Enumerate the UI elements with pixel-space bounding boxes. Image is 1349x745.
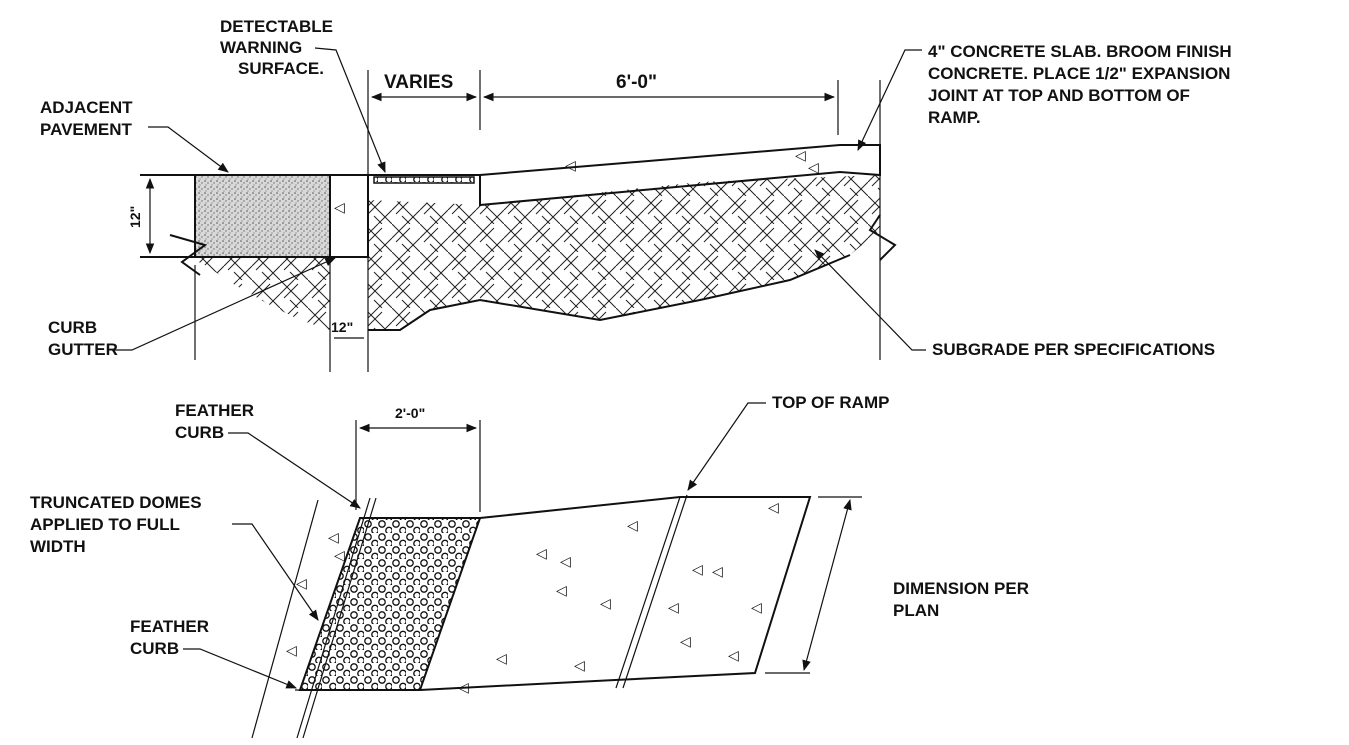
detectable-warning-label: DETECTABLE WARNING SURFACE. [220, 17, 338, 78]
detectable-warning-leader [314, 47, 386, 174]
svg-text:◁: ◁ [768, 499, 779, 515]
svg-text:◁: ◁ [560, 553, 571, 569]
svg-text:◁: ◁ [600, 595, 611, 611]
svg-text:◁: ◁ [712, 563, 723, 579]
svg-text:◁: ◁ [296, 575, 307, 591]
top-of-ramp-label: TOP OF RAMP [772, 393, 889, 412]
slab-aggregate-mark-2: ◁ [795, 147, 806, 163]
svg-text:◁: ◁ [334, 547, 345, 563]
feather-curb-bottom-label: FEATHER CURB [130, 617, 214, 658]
left-break-line [169, 234, 208, 276]
svg-text:◁: ◁ [668, 599, 679, 615]
top-of-ramp-line-1 [615, 496, 681, 689]
slab-aggregate-mark-3: ◁ [808, 159, 819, 175]
plan-aggregate-marks: ◁ ◁ ◁ ◁ ◁ ◁ ◁ ◁ ◁ ◁ ◁ ◁ ◁ ◁ ◁ ◁ ◁ ◁ ◁ [286, 499, 779, 695]
feather-curb-line-inner-2 [302, 497, 377, 739]
svg-text:◁: ◁ [556, 582, 567, 598]
varies-label: VARIES [384, 72, 453, 93]
curb-gutter-label: CURB GUTTER [48, 318, 118, 359]
adjacent-pavement-leader [148, 126, 229, 173]
feather-curb-line-inner-1 [296, 497, 371, 739]
svg-text:◁: ◁ [286, 642, 297, 658]
concrete-slab-leader [857, 49, 922, 151]
dimension-per-plan-label: DIMENSION PER PLAN [893, 579, 1034, 620]
feather-curb-line-outer [251, 499, 319, 739]
plan-dimension-line [802, 498, 852, 672]
svg-text:◁: ◁ [536, 545, 547, 561]
subgrade-leader [814, 249, 926, 351]
right-break-line [868, 214, 897, 261]
curb-gutter-block [329, 174, 369, 258]
section-view: ◁ ◁ ◁ ◁ VARIES 6'-0" 12" 12" [40, 17, 1236, 372]
subgrade-hatch-main [368, 175, 880, 330]
truncated-domes-leader [232, 523, 319, 621]
svg-text:◁: ◁ [692, 561, 703, 577]
concrete-slab-note: 4" CONCRETE SLAB. BROOM FINISH CONCRETE.… [928, 42, 1236, 127]
warning-surface-strip [373, 176, 475, 184]
subgrade-label: SUBGRADE PER SPECIFICATIONS [932, 340, 1215, 359]
concrete-aggregate-mark: ◁ [334, 199, 345, 215]
svg-text:◁: ◁ [627, 517, 638, 533]
feather-curb-top-label: FEATHER CURB [175, 401, 259, 442]
svg-text:◁: ◁ [458, 679, 469, 695]
plan-view: ◁ ◁ ◁ ◁ ◁ ◁ ◁ ◁ ◁ ◁ ◁ ◁ ◁ ◁ ◁ ◁ ◁ ◁ ◁ 2'… [30, 393, 1034, 739]
truncated-domes-label: TRUNCATED DOMES APPLIED TO FULL WIDTH [30, 493, 206, 556]
ramp-length-label: 6'-0" [616, 72, 657, 93]
feather-curb-top-leader [228, 432, 361, 509]
adjacent-pavement-block [194, 174, 331, 258]
warning-width-label: 2'-0" [395, 405, 425, 421]
feather-curb-bottom-leader [183, 648, 298, 689]
top-of-ramp-line-2 [622, 494, 688, 689]
svg-text:◁: ◁ [680, 633, 691, 649]
subgrade-bottom-line [368, 254, 851, 331]
svg-text:◁: ◁ [496, 650, 507, 666]
slab-aggregate-mark-1: ◁ [565, 157, 576, 173]
curb-strip [262, 520, 368, 690]
svg-text:◁: ◁ [728, 647, 739, 663]
gutter-width-label: 12" [331, 319, 353, 335]
subgrade-hatch [190, 258, 330, 330]
svg-text:◁: ◁ [328, 529, 339, 545]
ramp-surface [419, 496, 812, 691]
adjacent-pavement-label: ADJACENT PAVEMENT [40, 98, 137, 139]
pavement-depth-label: 12" [127, 206, 143, 228]
curb-gutter-leader [112, 257, 336, 351]
top-of-ramp-leader [687, 402, 766, 491]
svg-text:◁: ◁ [574, 657, 585, 673]
svg-text:◁: ◁ [751, 599, 762, 615]
